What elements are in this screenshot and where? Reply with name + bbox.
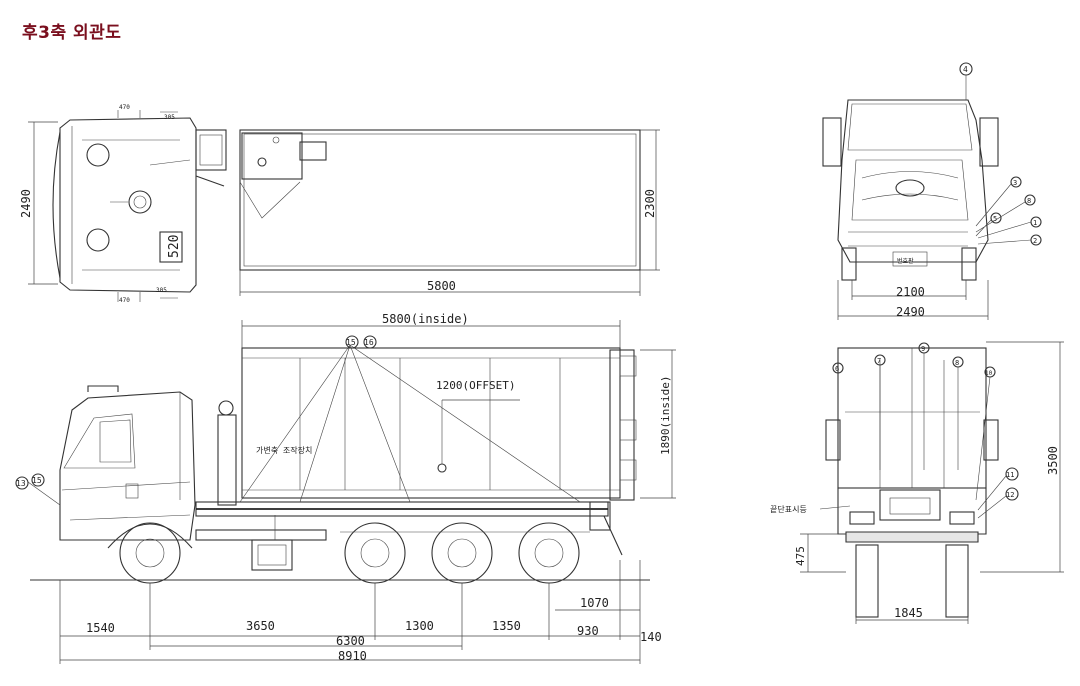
rear-wheels <box>340 522 590 584</box>
top-cab-width: 2490 <box>19 189 33 218</box>
variable-axle-control-label: 가변축 조작장치 <box>256 445 312 455</box>
front-view: 번호판 4 3 8 5 1 2 2100 2490 <box>822 62 1042 320</box>
front-callout-2: 2 <box>1033 237 1037 245</box>
front-plate-label: 번호판 <box>897 257 914 265</box>
page-title: 후3축 외관도 <box>22 23 122 43</box>
rear-callout-6: 6 <box>835 365 839 373</box>
front-callout-4: 4 <box>963 65 968 74</box>
rear-track: 1845 <box>894 606 923 620</box>
top-dim-305-top: 305 <box>164 114 175 121</box>
front-callout-8: 8 <box>1027 197 1031 205</box>
rear-height: 3500 <box>1046 446 1060 475</box>
callout-15b: 15 <box>32 476 42 485</box>
rear-callout-12: 12 <box>1006 491 1014 499</box>
rear-callout-7: 7 <box>877 357 881 365</box>
side-cab <box>59 385 196 541</box>
top-dim-305-bottom: 305 <box>156 287 167 294</box>
side-dimensions: 5800(inside) 1890(inside) 1200(OFFSET) 1… <box>59 312 676 664</box>
callout-16: 16 <box>364 338 374 347</box>
rear-callout-8: 8 <box>955 359 959 367</box>
inside-height: 1890(inside) <box>659 376 672 455</box>
dim-1350: 1350 <box>492 619 521 633</box>
top-box-label: 520 <box>167 235 182 258</box>
rear-view: 6 7 9 8 10 11 12 끝단표시등 3500 475 1845 <box>770 341 1064 624</box>
cab-width-dimension: 2490 <box>19 121 58 285</box>
top-view-body: 2300 5800 <box>239 129 660 296</box>
callout-15: 15 <box>346 338 356 347</box>
dim-140: 140 <box>640 630 662 644</box>
inside-length: 5800(inside) <box>382 312 469 326</box>
side-view: 15 16 13 15 가변축 조작장치 5800(inside) 1890(i… <box>15 312 676 664</box>
dim-8910: 8910 <box>338 649 367 663</box>
top-dim-470-top: 470 <box>119 104 130 111</box>
hook-lift-arm <box>217 400 237 506</box>
offset-label: 1200(OFFSET) <box>436 379 515 392</box>
top-view: 470 305 470 305 520 2490 2300 <box>19 104 660 304</box>
rear-callout-11: 11 <box>1006 471 1014 479</box>
end-mark-lamp-label: 끝단표시등 <box>770 504 807 514</box>
front-callout-3: 3 <box>1013 179 1017 187</box>
front-track: 2100 <box>896 285 925 299</box>
side-container <box>239 344 637 556</box>
front-callout-1: 1 <box>1033 219 1037 227</box>
front-callout-5: 5 <box>993 215 997 223</box>
dim-1300: 1300 <box>405 619 434 633</box>
top-view-cab: 470 305 470 305 520 <box>52 104 227 304</box>
top-body-width: 2300 <box>643 189 657 218</box>
top-body-length: 5800 <box>427 279 456 293</box>
rear-callout-9: 9 <box>921 345 925 353</box>
top-dim-470-bottom: 470 <box>119 297 130 304</box>
side-chassis <box>195 501 609 571</box>
front-width: 2490 <box>896 305 925 319</box>
dim-3650: 3650 <box>246 619 275 633</box>
dim-1540: 1540 <box>86 621 115 635</box>
side-callouts: 15 16 13 15 가변축 조작장치 <box>15 335 377 506</box>
dim-1070: 1070 <box>580 596 609 610</box>
front-wheel <box>107 522 193 584</box>
rear-step-height: 475 <box>794 546 807 566</box>
rear-callout-10: 10 <box>985 370 993 377</box>
callout-13: 13 <box>16 479 26 488</box>
dim-6300: 6300 <box>336 634 365 648</box>
dim-930: 930 <box>577 624 599 638</box>
